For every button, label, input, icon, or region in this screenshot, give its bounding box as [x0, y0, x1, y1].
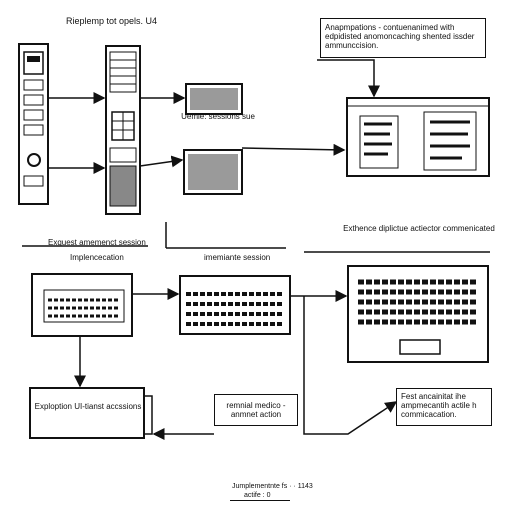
right-bottom-box: Fest ancainitat ihe ampmecantih actile h… [396, 388, 492, 426]
top-right-note-text: Anapmpations - contuenanimed with edpidi… [325, 23, 475, 50]
right-bottom-box-text: Fest ancainitat ihe ampmecantih actile h… [401, 392, 477, 419]
right-caption: Exthence diplictue actiector commenicate… [343, 224, 495, 233]
upper-monitor [185, 83, 243, 115]
top-left-title: Rieplemp tot opels. U4 [66, 16, 158, 26]
expiration-box-text: Exploption UI-tianst accssions [34, 402, 142, 411]
footer-line-1: Jumplementnte fs · · 1143 [232, 483, 313, 490]
lower-monitor [183, 149, 243, 195]
middle-session-label: imemiante session [204, 253, 271, 262]
left-keyboard-device [31, 273, 133, 337]
top-right-note-box: Anapmpations - contuenanimed with edpidi… [320, 18, 486, 58]
footer-line-2: actife : 0 [244, 492, 271, 499]
center-server-rack [105, 45, 141, 215]
sessions-label: Uemie: sessions sue [181, 112, 255, 121]
middle-keyboard-device [179, 275, 291, 335]
right-laptop [347, 265, 489, 363]
left-caption: Exquest amemenct session [48, 238, 146, 247]
implementation-label: Implencecation [70, 253, 124, 262]
reminder-box: remnial medico - anmnet action [214, 394, 298, 426]
footer-rule [230, 500, 290, 501]
document-window [346, 97, 490, 177]
reminder-box-text: remnial medico - anmnet action [226, 401, 286, 419]
expiration-box: Exploption UI-tianst accssions [34, 396, 142, 430]
left-server-tower [18, 43, 49, 205]
